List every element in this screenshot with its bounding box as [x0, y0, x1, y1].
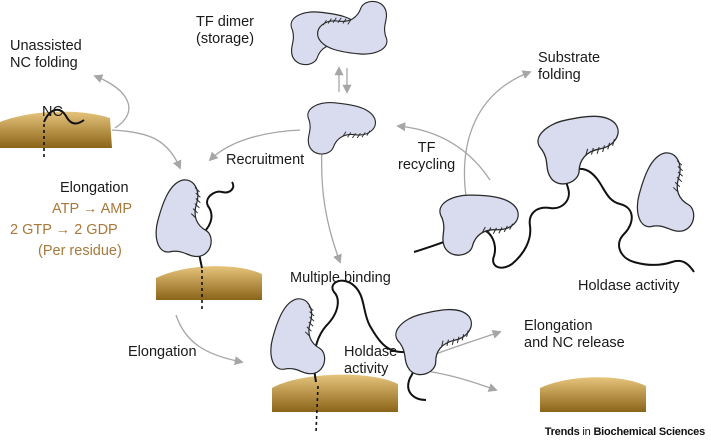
journal-credit: Trends in Biochemical Sciences [544, 426, 706, 438]
tf-holdase-right [633, 148, 705, 235]
arrow-recruitment [208, 129, 301, 162]
arrow-to-unassisted [93, 74, 130, 129]
tf-bound-multiple-left [266, 294, 335, 378]
tf-dimer-label: TF dimer (storage) [196, 14, 255, 47]
elongation-label-left: Elongation [128, 344, 197, 360]
arrow-multiple-binding [321, 147, 342, 264]
recruitment-label: Recruitment [226, 152, 305, 168]
arrow-elongation-down [175, 314, 244, 366]
tf-holdase-left [438, 190, 522, 258]
ribosome-elongation [156, 266, 262, 300]
substrate-chain [413, 167, 695, 273]
arrow-nc-to-elongation [111, 129, 182, 170]
elongation-label-top: Elongation [60, 180, 129, 196]
holdase-activity-label-multiple: Holdase activity [344, 344, 398, 377]
multiple-binding-label: Multiple binding [290, 270, 391, 286]
nc-multiple [313, 279, 427, 401]
holdase-activity-label: Holdase activity [578, 278, 680, 294]
gtp-gdp-label: 2 GTP → 2 GDP [10, 222, 118, 238]
arrow-substrate-folding [463, 70, 532, 197]
atp-amp-label: ATP → AMP [52, 201, 133, 217]
nascent-chains [43, 108, 695, 433]
arrow-release-down [419, 369, 498, 392]
ribosome-release [540, 377, 646, 412]
arrow-tf-recycling [396, 122, 491, 181]
unassisted-nc-folding-label: Unassisted NC folding [10, 38, 82, 71]
ribosome-multiple [272, 374, 398, 412]
per-residue-label: (Per residue) [38, 243, 122, 259]
tf-free [307, 101, 376, 155]
substrate-folding-label: Substrate folding [538, 50, 601, 83]
tf-dimer [290, 0, 388, 66]
tf-holdase-top [533, 104, 630, 189]
nc-label: NC [42, 104, 63, 120]
elongation-release-label: Elongation and NC release [524, 318, 625, 351]
nc-stub [43, 108, 85, 125]
tf-bound-multiple-right [390, 297, 484, 380]
ribosomes [0, 111, 646, 412]
tf-recycling-label: TF recycling [398, 140, 456, 173]
